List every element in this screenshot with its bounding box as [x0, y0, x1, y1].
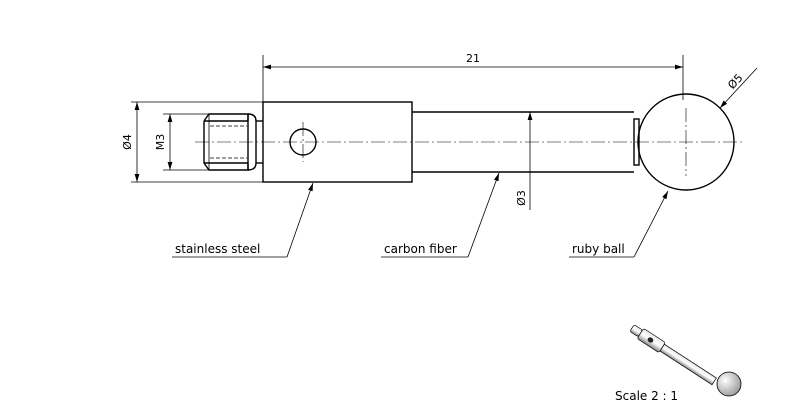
dimension-diameter-5: Ø5: [719, 67, 758, 109]
dimension-21: 21: [262, 52, 684, 102]
dimension-diameter-4: Ø4: [121, 101, 263, 183]
dimension-m3-label: M3: [154, 134, 167, 151]
scale-label: Scale 2 : 1: [615, 389, 678, 403]
dimension-21-label: 21: [466, 52, 480, 65]
leader-stainless-steel: stainless steel: [172, 182, 314, 258]
leader-carbon-fiber: carbon fiber: [381, 172, 500, 258]
isometric-view: [630, 325, 742, 397]
ruby-ball: [637, 93, 735, 191]
stainless-steel-body: [262, 101, 413, 183]
leader-ruby-ball: ruby ball: [569, 190, 669, 258]
dimension-diameter-3-label: Ø3: [515, 190, 528, 206]
label-stainless-steel: stainless steel: [175, 242, 260, 256]
isometric-ball: [716, 371, 742, 397]
label-ruby-ball: ruby ball: [572, 242, 625, 256]
ball-collar: [633, 118, 640, 166]
dimension-diameter-4-label: Ø4: [121, 134, 134, 150]
neck: [247, 113, 257, 171]
dimension-diameter-3: Ø3: [515, 112, 533, 210]
label-carbon-fiber: carbon fiber: [384, 242, 457, 256]
carbon-fiber-stem: [412, 111, 634, 173]
dimension-m3: M3: [154, 113, 209, 171]
dimension-diameter-5-label: Ø5: [725, 71, 745, 91]
